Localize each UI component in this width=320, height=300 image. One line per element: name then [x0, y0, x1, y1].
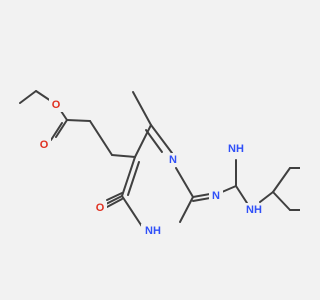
bond: [127, 161, 140, 196]
bond: [272, 191, 291, 211]
bond: [272, 167, 291, 193]
atom-label-bg: [209, 189, 223, 203]
bonds: [19, 90, 300, 229]
bond: [259, 191, 274, 203]
bond: [121, 195, 144, 229]
atom-label-bg: [93, 201, 107, 215]
carbonyl-oxygen-label: O: [40, 139, 49, 151]
imine-nh-label: NH: [228, 143, 244, 155]
atom-label-bg: [37, 138, 51, 152]
bond: [235, 185, 248, 204]
bond: [221, 185, 237, 193]
bond: [132, 91, 152, 126]
bond: [179, 196, 194, 223]
bond: [192, 197, 211, 202]
bond: [89, 120, 113, 156]
atom-label-bg: [166, 153, 180, 167]
bond: [55, 119, 68, 138]
bond: [134, 124, 152, 158]
bond: [192, 193, 211, 198]
molecule-structure: O O N NH O N NH NH: [19, 90, 300, 238]
atom-label-bg: [242, 203, 266, 217]
bond: [60, 110, 68, 121]
bond: [50, 122, 63, 141]
atoms: O O N NH O N NH NH: [37, 98, 266, 238]
atom-label-bg: [49, 98, 63, 112]
bond: [121, 156, 136, 197]
bond: [105, 195, 123, 205]
bond: [106, 192, 123, 201]
bond: [150, 124, 173, 154]
ester-oxygen-label: O: [52, 99, 61, 111]
ring-nh-label: NH: [145, 225, 161, 237]
bond: [35, 90, 52, 102]
bond: [19, 90, 37, 104]
ring-nitrogen-label: N: [169, 154, 177, 166]
bond: [66, 119, 91, 122]
amine-nh-label: NH: [246, 204, 262, 216]
imine-nitrogen-label: N: [212, 190, 220, 202]
bond: [145, 129, 163, 153]
bond: [106, 198, 123, 208]
bond: [111, 154, 136, 158]
atom-label-bg: [141, 224, 165, 238]
bond: [175, 167, 194, 198]
atom-label-bg: [224, 142, 248, 156]
ring-oxygen-label: O: [96, 202, 105, 214]
